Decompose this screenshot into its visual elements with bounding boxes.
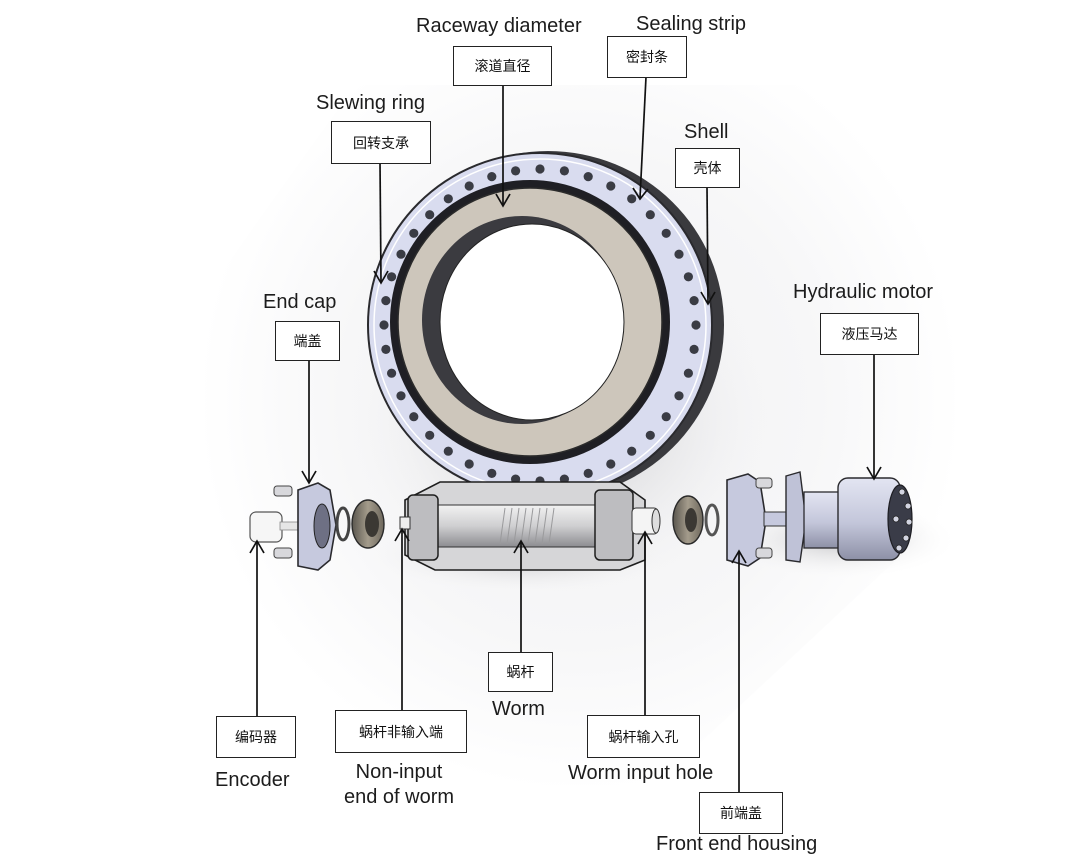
- bolt-hole: [379, 320, 389, 330]
- bolt-hole: [661, 412, 671, 422]
- bolt-hole: [464, 459, 474, 469]
- leader-sealing-strip: [639, 76, 647, 199]
- motor-flange: [785, 471, 807, 563]
- label-non-input-end-en-line1: Non-input: [355, 761, 443, 783]
- bolt-hole: [396, 391, 406, 401]
- bolt-hole: [559, 166, 570, 176]
- label-raceway-diameter-cn: 滚道直径: [453, 46, 552, 86]
- label-end-cap-en: End cap: [263, 291, 337, 313]
- inner-bore: [439, 223, 625, 421]
- label-non-input-end-en-line2: end of worm: [343, 786, 455, 808]
- seal-ring-right: [704, 503, 720, 537]
- label-sealing-strip-en: Sealing strip: [636, 13, 747, 35]
- label-non-input-end-cn: 蜗杆非输入端: [335, 710, 467, 753]
- bolt-hole: [691, 320, 701, 330]
- bolt-hole: [425, 210, 435, 220]
- bolt-hole: [381, 344, 391, 354]
- label-slewing-ring-en: Slewing ring: [316, 92, 425, 114]
- seal-ring-left: [335, 506, 351, 542]
- bolt-hole: [645, 210, 655, 220]
- bolt-hole: [464, 181, 474, 191]
- worm-non-input-end: [399, 516, 411, 530]
- bolt-hole: [409, 412, 419, 422]
- bolt-hole: [443, 194, 453, 204]
- worm-housing-part: [399, 481, 661, 571]
- bolt-hole: [387, 272, 397, 282]
- bolt-hole: [409, 228, 419, 238]
- right-assembly: [672, 471, 913, 567]
- bolt-hole: [645, 430, 655, 440]
- bolt-hole: [674, 391, 684, 401]
- bolt-hole: [683, 272, 694, 282]
- label-encoder-cn: 编码器: [216, 716, 296, 758]
- label-raceway-diameter-en: Raceway diameter: [416, 15, 582, 37]
- label-front-end-housing-en: Front end housing: [656, 833, 818, 855]
- worm-threads: [499, 507, 555, 545]
- ring-bolt-holes: [379, 164, 701, 486]
- bolt-hole: [443, 446, 453, 456]
- bolt-hole: [674, 249, 684, 259]
- label-shell-en: Shell: [684, 121, 729, 143]
- leader-slewing-ring: [379, 161, 382, 283]
- encoder-part: [249, 511, 283, 543]
- label-encoder-en: Encoder: [215, 769, 290, 791]
- label-front-end-housing-cn: 前端盖: [699, 792, 783, 834]
- leader-lines: [249, 76, 882, 793]
- label-hydraulic-motor-en: Hydraulic motor: [793, 281, 934, 303]
- bolt-hole: [606, 459, 616, 469]
- front-end-housing-part: [726, 473, 767, 567]
- bolt-hole: [510, 166, 521, 176]
- label-slewing-ring-cn: 回转支承: [331, 121, 431, 164]
- left-assembly: [249, 482, 385, 571]
- bolt-hole: [396, 249, 406, 259]
- label-sealing-strip-cn: 密封条: [607, 36, 687, 78]
- bolt-hole: [606, 181, 616, 191]
- bolt-hole: [487, 468, 497, 478]
- housing-right-flange: [594, 489, 634, 561]
- label-worm-en: Worm: [492, 698, 545, 720]
- label-hydraulic-motor-cn: 液压马达: [820, 313, 919, 355]
- bolt-hole: [627, 194, 637, 204]
- bolt-hole: [425, 430, 435, 440]
- bolt-hole: [381, 296, 391, 306]
- bolt-hole: [661, 228, 671, 238]
- label-shell-cn: 壳体: [675, 148, 740, 188]
- housing-left-flange: [407, 494, 439, 561]
- bolt-hole: [583, 172, 593, 182]
- leader-shell: [706, 186, 709, 304]
- bolt-hole: [689, 344, 699, 354]
- bolt-hole: [683, 368, 694, 378]
- bolt-hole: [689, 296, 699, 306]
- slewing-ring-part: [367, 151, 724, 499]
- label-non-input-end-en: Non-input end of worm: [338, 760, 460, 810]
- bolt-hole: [583, 468, 593, 478]
- bolt-hole: [487, 172, 497, 182]
- bolt-hole: [535, 164, 545, 174]
- label-worm-cn: 蜗杆: [488, 652, 553, 692]
- bolt-hole: [387, 368, 397, 378]
- label-worm-input-hole-en: Worm input hole: [568, 762, 714, 784]
- label-worm-input-hole-cn: 蜗杆输入孔: [587, 715, 700, 758]
- label-end-cap-cn: 端盖: [275, 321, 340, 361]
- bolt-hole: [627, 446, 637, 456]
